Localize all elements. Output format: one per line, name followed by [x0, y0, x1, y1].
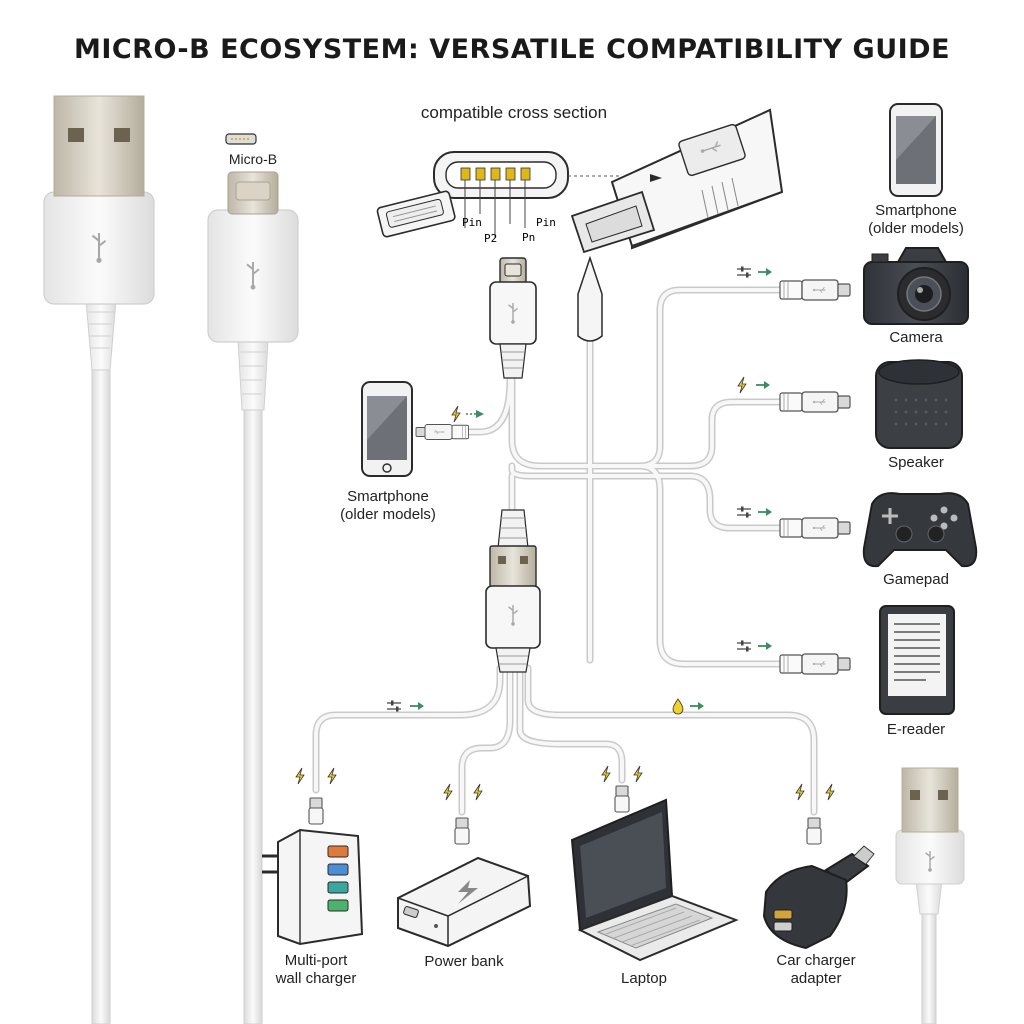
gamepad-connector — [736, 505, 850, 539]
phone-left-connector — [416, 405, 484, 440]
car-charger-label: Car charger adapter — [756, 952, 876, 988]
hub-micro-b-plug — [489, 257, 537, 379]
smartphone-left-label: Smartphone (older models) — [318, 488, 458, 524]
ereader-icon — [879, 605, 955, 715]
gamepad-label: Gamepad — [883, 571, 949, 588]
camera-connector — [736, 265, 850, 301]
wall-charger-label-line2: wall charger — [275, 970, 357, 987]
probe-tip — [577, 255, 603, 342]
wall-charger-icon — [262, 828, 364, 946]
gamepad-icon — [862, 492, 978, 568]
small-usb-a-cable — [895, 767, 965, 1024]
speaker-icon — [875, 359, 963, 449]
ereader-label: E-reader — [886, 721, 946, 738]
hub-usb-a-plug — [485, 509, 541, 673]
car-charger-icon — [762, 845, 875, 950]
large-usb-a-cable — [43, 95, 155, 1024]
laptop-icon — [570, 798, 739, 962]
pin-label-1: Pin — [462, 216, 482, 229]
smartphone-left-icon — [361, 381, 413, 477]
camera-label: Camera — [889, 329, 943, 346]
wall-charger-label: Multi-port wall charger — [254, 952, 378, 988]
micro-b-cable — [207, 133, 299, 1024]
branch-icons — [295, 698, 835, 845]
speaker-label: Speaker — [888, 454, 944, 471]
smartphone-left-label-line1: Smartphone — [347, 488, 429, 505]
wall-charger-label-line1: Multi-port — [284, 952, 348, 969]
smartphone-left-label-line2: (older models) — [340, 506, 436, 523]
smartphone-right-label-line2: (older models) — [868, 220, 964, 237]
smartphone-right-label-line1: Smartphone — [875, 202, 957, 219]
car-charger-label-line2: adapter — [790, 970, 842, 987]
cable-network — [312, 286, 818, 816]
car-charger-label-line1: Car charger — [776, 952, 856, 969]
micro-b-label: Micro-B — [228, 151, 278, 167]
power-bank-icon — [397, 856, 532, 948]
laptop-label: Laptop — [621, 970, 667, 987]
camera-icon — [863, 247, 969, 325]
smartphone-right-label: Smartphone (older models) — [846, 202, 986, 238]
speaker-connector — [737, 376, 850, 412]
cross-section-title: compatible cross section — [420, 103, 608, 122]
pin-label-2: P2 — [484, 232, 497, 245]
pin-label-3: Pn — [522, 231, 535, 244]
power-bank-label: Power bank — [424, 953, 504, 970]
ereader-connector — [736, 639, 850, 675]
smartphone-icon — [889, 103, 943, 197]
cross-section-diagram: Pin P2 Pn Pin — [376, 108, 784, 254]
pin-label-4: Pin — [536, 216, 556, 229]
page-title: MICRO-B ECOSYSTEM: VERSATILE COMPATIBILI… — [73, 34, 951, 65]
